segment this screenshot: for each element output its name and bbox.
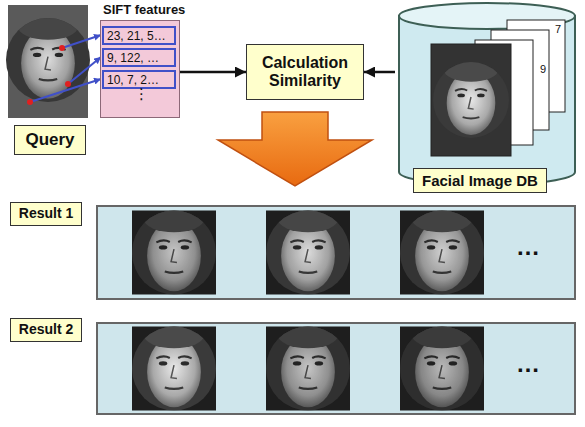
node-text: Result 2 <box>19 322 73 337</box>
illustration-part <box>156 356 169 358</box>
illustration-part <box>477 94 485 98</box>
illustration-part <box>132 211 216 295</box>
illustration-part <box>171 365 177 378</box>
illustration-part <box>400 327 484 411</box>
node-text: … <box>516 233 540 261</box>
node-text: … <box>516 350 540 378</box>
illustration-part <box>400 207 484 295</box>
feature-row: 9, 122, … <box>102 48 176 67</box>
illustration-part <box>132 211 216 295</box>
keypoint-dot <box>27 99 33 105</box>
illustration-part <box>266 211 350 295</box>
illustration-part <box>431 44 511 156</box>
result-faces <box>98 324 574 413</box>
illustration-part <box>132 207 216 295</box>
ellipsis-mark: ⋮ <box>134 86 149 101</box>
database-cylinder: Facial Image DB <box>395 0 583 204</box>
illustration-part <box>400 327 484 411</box>
keypoint-dot <box>59 45 65 51</box>
illustration-part <box>266 327 350 411</box>
process-box: Calculation Similarity <box>246 44 364 100</box>
illustration-part <box>266 211 350 295</box>
illustration-part <box>159 361 167 365</box>
illustration-part <box>266 324 350 411</box>
feature-list-box: 23, 21, 5…9, 122, …10, 7, 2…SIFT feature… <box>100 20 180 118</box>
illustration-part <box>6 18 90 102</box>
feature-row: 23, 21, 5… <box>102 26 176 45</box>
feature-pointer <box>30 79 101 102</box>
illustration-part <box>132 211 216 295</box>
illustration-part <box>400 324 484 411</box>
result-label-box: Result 1 <box>10 202 82 226</box>
keypoint-dot <box>65 81 71 87</box>
illustration-part <box>433 57 509 138</box>
illustration-part <box>165 387 183 388</box>
card-number: 7 <box>555 24 561 35</box>
illustration-part <box>6 13 90 102</box>
node-text: 23, 21, 5… <box>107 29 166 43</box>
illustration-part <box>468 97 473 109</box>
result-panel: … <box>96 322 576 415</box>
node-text: 9, 122, … <box>107 51 159 65</box>
query-face <box>6 5 101 118</box>
illustration-part <box>444 57 499 81</box>
illustration-part <box>399 16 575 185</box>
result-label-box: Result 2 <box>10 318 82 342</box>
illustration-part <box>457 94 465 98</box>
illustration-part <box>266 207 350 295</box>
illustration-part <box>463 117 480 118</box>
node-text: Facial Image DB <box>413 168 547 193</box>
illustration-part <box>144 324 204 348</box>
illustration-part <box>400 211 484 295</box>
illustration-part <box>266 211 350 295</box>
illustration-part <box>266 327 350 411</box>
illustration-part <box>400 207 484 295</box>
illustration-part <box>400 211 484 295</box>
result-faces <box>98 207 574 298</box>
card-number: 9 <box>540 64 546 75</box>
illustration-part <box>181 361 189 365</box>
big-down-arrow <box>218 112 372 186</box>
node-text: SIFT features <box>103 2 185 17</box>
node-text: Result 1 <box>19 206 73 221</box>
result-panel: … <box>96 205 576 300</box>
query-label-box: Query <box>14 125 86 155</box>
illustration-part <box>132 207 216 295</box>
illustration-part <box>178 356 191 358</box>
illustration-part <box>433 57 509 138</box>
illustration-part <box>266 207 350 295</box>
node-text: Calculation Similarity <box>247 54 363 89</box>
node-text: Query <box>25 131 74 150</box>
illustration-part <box>266 327 350 411</box>
illustration-part <box>400 324 484 411</box>
illustration-part <box>400 211 484 295</box>
illustration-part <box>132 324 216 411</box>
illustration-part <box>266 324 350 411</box>
node-text: 10, 7, 2… <box>107 73 159 87</box>
flow-arrow <box>364 71 395 74</box>
illustration-part <box>6 18 90 102</box>
illustration-part <box>132 324 216 411</box>
illustration-part <box>400 327 484 411</box>
feature-pointer <box>62 35 101 48</box>
illustration-part <box>475 89 487 91</box>
illustration-part <box>455 89 467 91</box>
flow-arrow <box>180 71 246 74</box>
